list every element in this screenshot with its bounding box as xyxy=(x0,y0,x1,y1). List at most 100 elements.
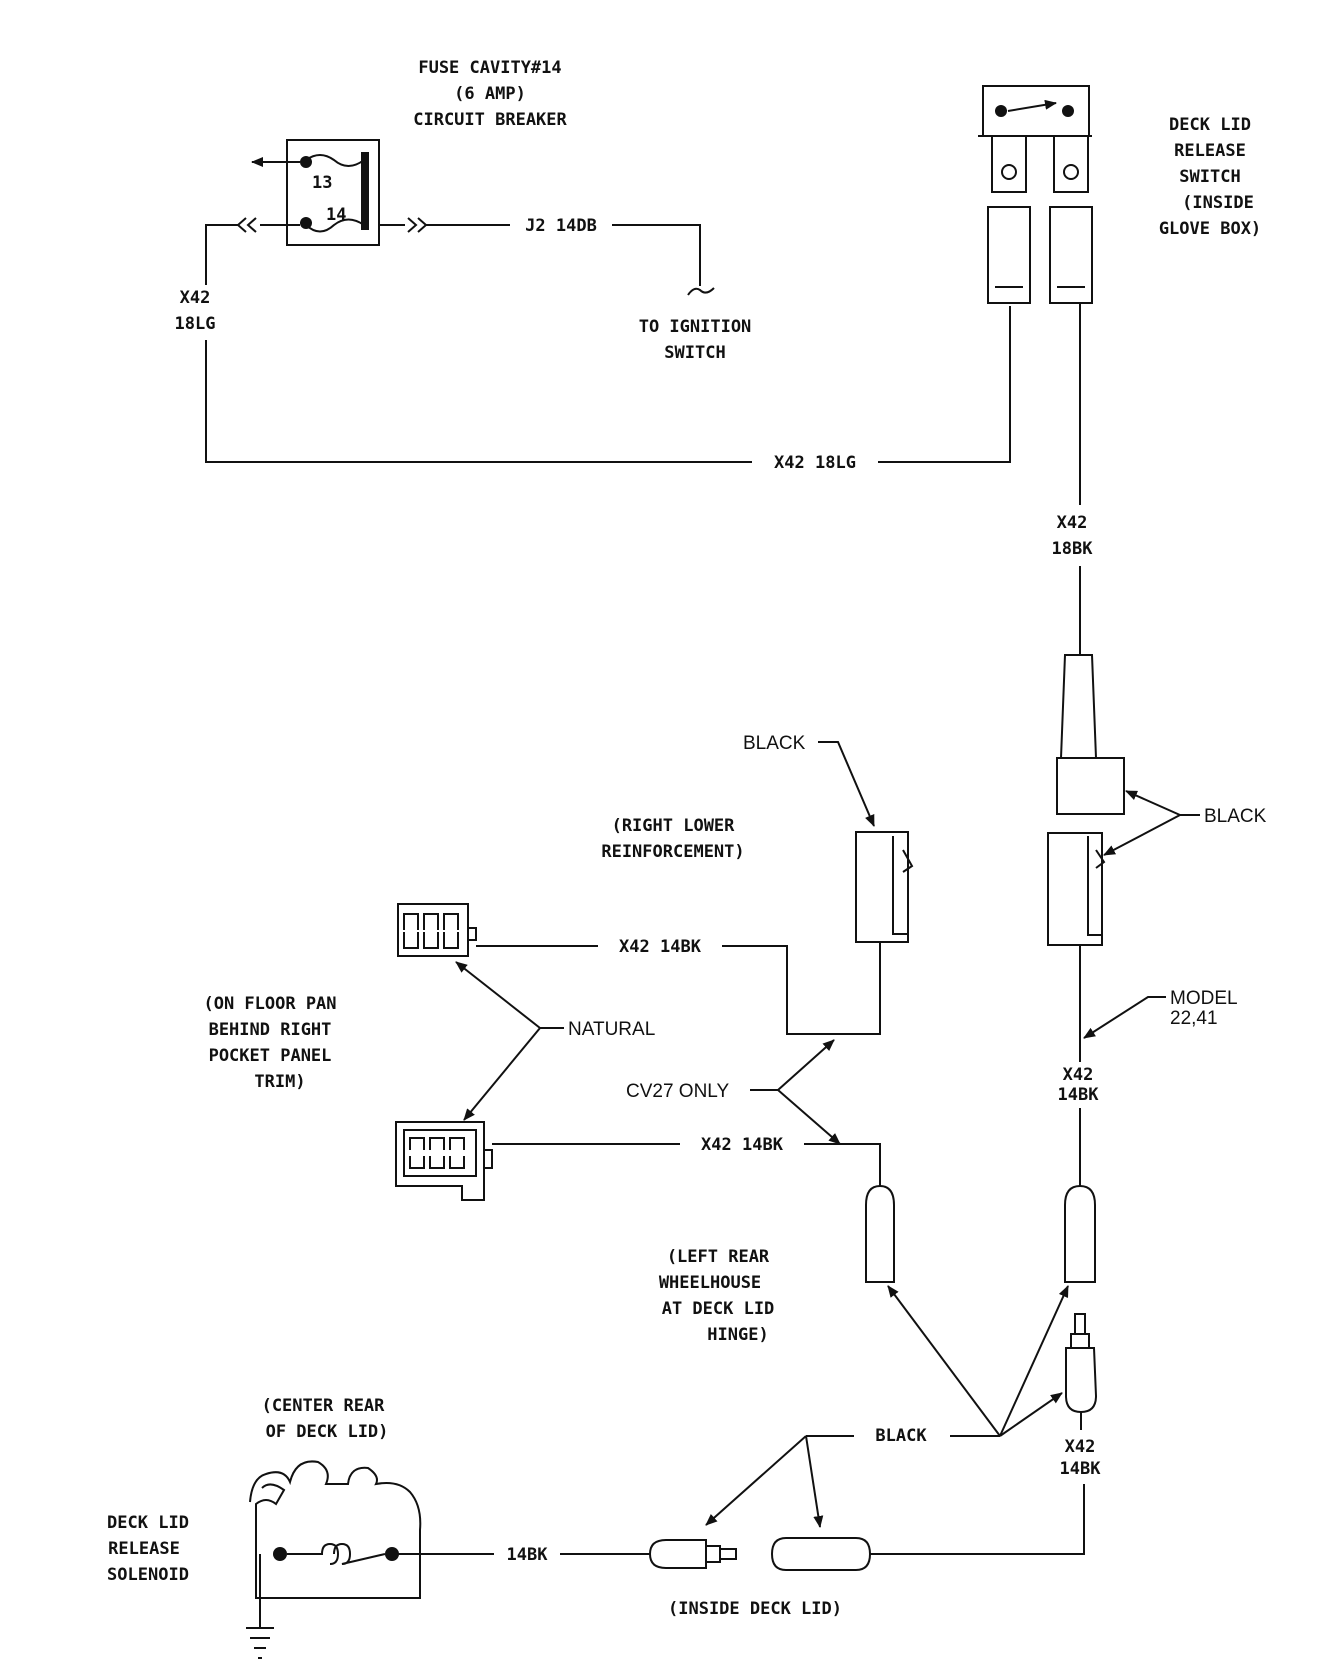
right-connector-male xyxy=(1056,654,1125,815)
fuse-labels: FUSE CAVITY#14 (6 AMP) CIRCUIT BREAKER xyxy=(413,58,567,130)
x42-14bk-mid-label-1: X42 xyxy=(1063,1065,1094,1085)
ignition-label-2: SWITCH xyxy=(664,343,725,363)
circuit-breaker-bar xyxy=(361,152,369,230)
deck-lid-plug-tip xyxy=(719,1548,737,1560)
x42-18lg-left-label-1: X42 xyxy=(180,288,211,308)
deck-lid-plug-body xyxy=(648,1539,707,1569)
fuse-label-line2: (6 AMP) xyxy=(454,84,526,104)
j2-14db-label: J2 14DB xyxy=(525,216,597,236)
floor-connector-lower xyxy=(395,1121,493,1201)
floor-connector-upper xyxy=(397,903,477,957)
ignition-label-1: TO IGNITION xyxy=(639,317,752,337)
switch-label-4: (INSIDE xyxy=(1182,193,1254,213)
solenoid-terminal-left xyxy=(273,1547,287,1561)
floor-labels: (ON FLOOR PAN BEHIND RIGHT POCKET PANEL … xyxy=(203,994,336,1092)
circuit-breaker-element xyxy=(305,154,365,233)
x42-14bk-low-label-1: X42 xyxy=(1065,1437,1096,1457)
x42-14bk-mid-label-2: 14BK xyxy=(1058,1085,1100,1105)
black-bottom-label: BLACK xyxy=(875,1426,927,1446)
x42-18bk-label-2: 18BK xyxy=(1052,539,1094,559)
right-connector-female-latch xyxy=(1087,836,1106,936)
x42-14bk-upper-label: X42 14BK xyxy=(619,937,702,957)
arrow-cv27-down xyxy=(777,1089,841,1145)
arrow-black-right-to-female xyxy=(1103,814,1181,856)
x42-18bk-label-1: X42 xyxy=(1057,513,1088,533)
right-connector-female-body xyxy=(1047,832,1103,946)
floor-connector-lower-inner xyxy=(403,1129,477,1177)
wire-j2-break xyxy=(687,287,715,296)
arrow-black-right-to-male xyxy=(1125,790,1181,816)
center-connector-latch xyxy=(892,836,914,935)
terminal-14 xyxy=(300,217,312,229)
terminal-13 xyxy=(300,156,312,168)
arrow-natural-lower xyxy=(463,1027,541,1121)
switch-label-2: RELEASE xyxy=(1174,141,1246,161)
right-connector-male-boot xyxy=(1059,654,1098,759)
deck-lid-plug-collar xyxy=(705,1545,721,1563)
switch-tab-right-hole xyxy=(1063,164,1079,180)
wire-x42-14bk-upper xyxy=(476,942,881,1035)
wire-x42-18lg-left xyxy=(205,217,300,285)
left-inline-connector xyxy=(865,1184,895,1283)
pin-13-label: 13 xyxy=(312,173,332,193)
center-connector-body xyxy=(855,831,909,943)
x42-18lg-left-label-2: 18LG xyxy=(175,314,216,334)
arrow-black-bottom-to-deck-plug xyxy=(705,1435,807,1526)
wire-j2-14db xyxy=(379,217,701,286)
switch-contact-left xyxy=(995,105,1007,117)
switch-labels: DECK LID RELEASE SWITCH (INSIDE GLOVE BO… xyxy=(1159,115,1261,239)
arrow-black-bottom-to-right-inline xyxy=(999,1285,1069,1437)
solenoid-label-2: RELEASE xyxy=(108,1539,180,1559)
solenoid-label-1: DECK LID xyxy=(107,1513,189,1533)
wire-x42-14bk-lower xyxy=(492,1143,881,1186)
floor-label-1: (ON FLOOR PAN xyxy=(203,994,336,1014)
fuse-label-line1: FUSE CAVITY#14 xyxy=(418,58,561,78)
model-label-1: MODEL xyxy=(1170,988,1238,1009)
floor-connector-lower-pins xyxy=(409,1137,493,1169)
circuit-breaker: 13 14 xyxy=(286,139,380,246)
arrow-natural-upper xyxy=(455,961,541,1029)
center-label-1: (CENTER REAR xyxy=(262,1396,386,1416)
14bk-label: 14BK xyxy=(507,1545,549,1565)
black-right-label: BLACK xyxy=(1204,806,1267,827)
inside-deck-lid-label: (INSIDE DECK LID) xyxy=(668,1599,842,1619)
switch-label-1: DECK LID xyxy=(1169,115,1251,135)
floor-label-2: BEHIND RIGHT xyxy=(209,1020,332,1040)
arrow-black-bottom-to-left-inline xyxy=(887,1285,1001,1437)
x42-18lg-label: X42 18LG xyxy=(774,453,856,473)
switch-tab-left-hole xyxy=(1001,164,1017,180)
right-male-plug-body xyxy=(1065,1347,1098,1414)
floor-connector-lower-body xyxy=(395,1121,485,1201)
natural-label: NATURAL xyxy=(568,1019,655,1040)
switch-lever xyxy=(1007,99,1057,112)
wire-x42-14bk-low-lower xyxy=(870,1484,1085,1555)
solenoid-terminal-right xyxy=(385,1547,399,1561)
floor-label-4: TRIM) xyxy=(254,1072,305,1092)
black-top-label: BLACK xyxy=(743,733,806,754)
switch-terminal-right xyxy=(1049,206,1093,304)
switch-label-3: SWITCH xyxy=(1179,167,1240,187)
right-connector-female xyxy=(1047,832,1106,946)
right-male-plug-collar xyxy=(1070,1333,1090,1349)
solenoid-label-3: SOLENOID xyxy=(107,1565,189,1585)
fuse-label-line3: CIRCUIT BREAKER xyxy=(413,110,567,130)
center-label-2: OF DECK LID) xyxy=(266,1422,389,1442)
wheel-label-1: (LEFT REAR xyxy=(667,1247,770,1267)
model-label-2: 22,41 xyxy=(1170,1008,1218,1029)
floor-label-3: POCKET PANEL xyxy=(209,1046,332,1066)
cv27-label: CV27 ONLY xyxy=(626,1081,729,1102)
arrow-black-top xyxy=(818,741,875,827)
deck-lid-plug xyxy=(648,1539,737,1569)
switch-tab-right xyxy=(1053,136,1089,193)
rlr-label-1: (RIGHT LOWER xyxy=(612,816,736,836)
arrow-black-bottom-to-deck-socket xyxy=(805,1435,824,1528)
right-male-plug xyxy=(1065,1313,1098,1414)
right-male-plug-tip xyxy=(1074,1313,1086,1335)
solenoid-body xyxy=(249,1460,422,1599)
circuit-breaker-body xyxy=(286,139,380,246)
switch-label-5: GLOVE BOX) xyxy=(1159,219,1261,239)
switch-tab-left xyxy=(991,136,1027,193)
right-inline-connector xyxy=(1064,1184,1096,1283)
x42-14bk-lower-label: X42 14BK xyxy=(701,1135,784,1155)
